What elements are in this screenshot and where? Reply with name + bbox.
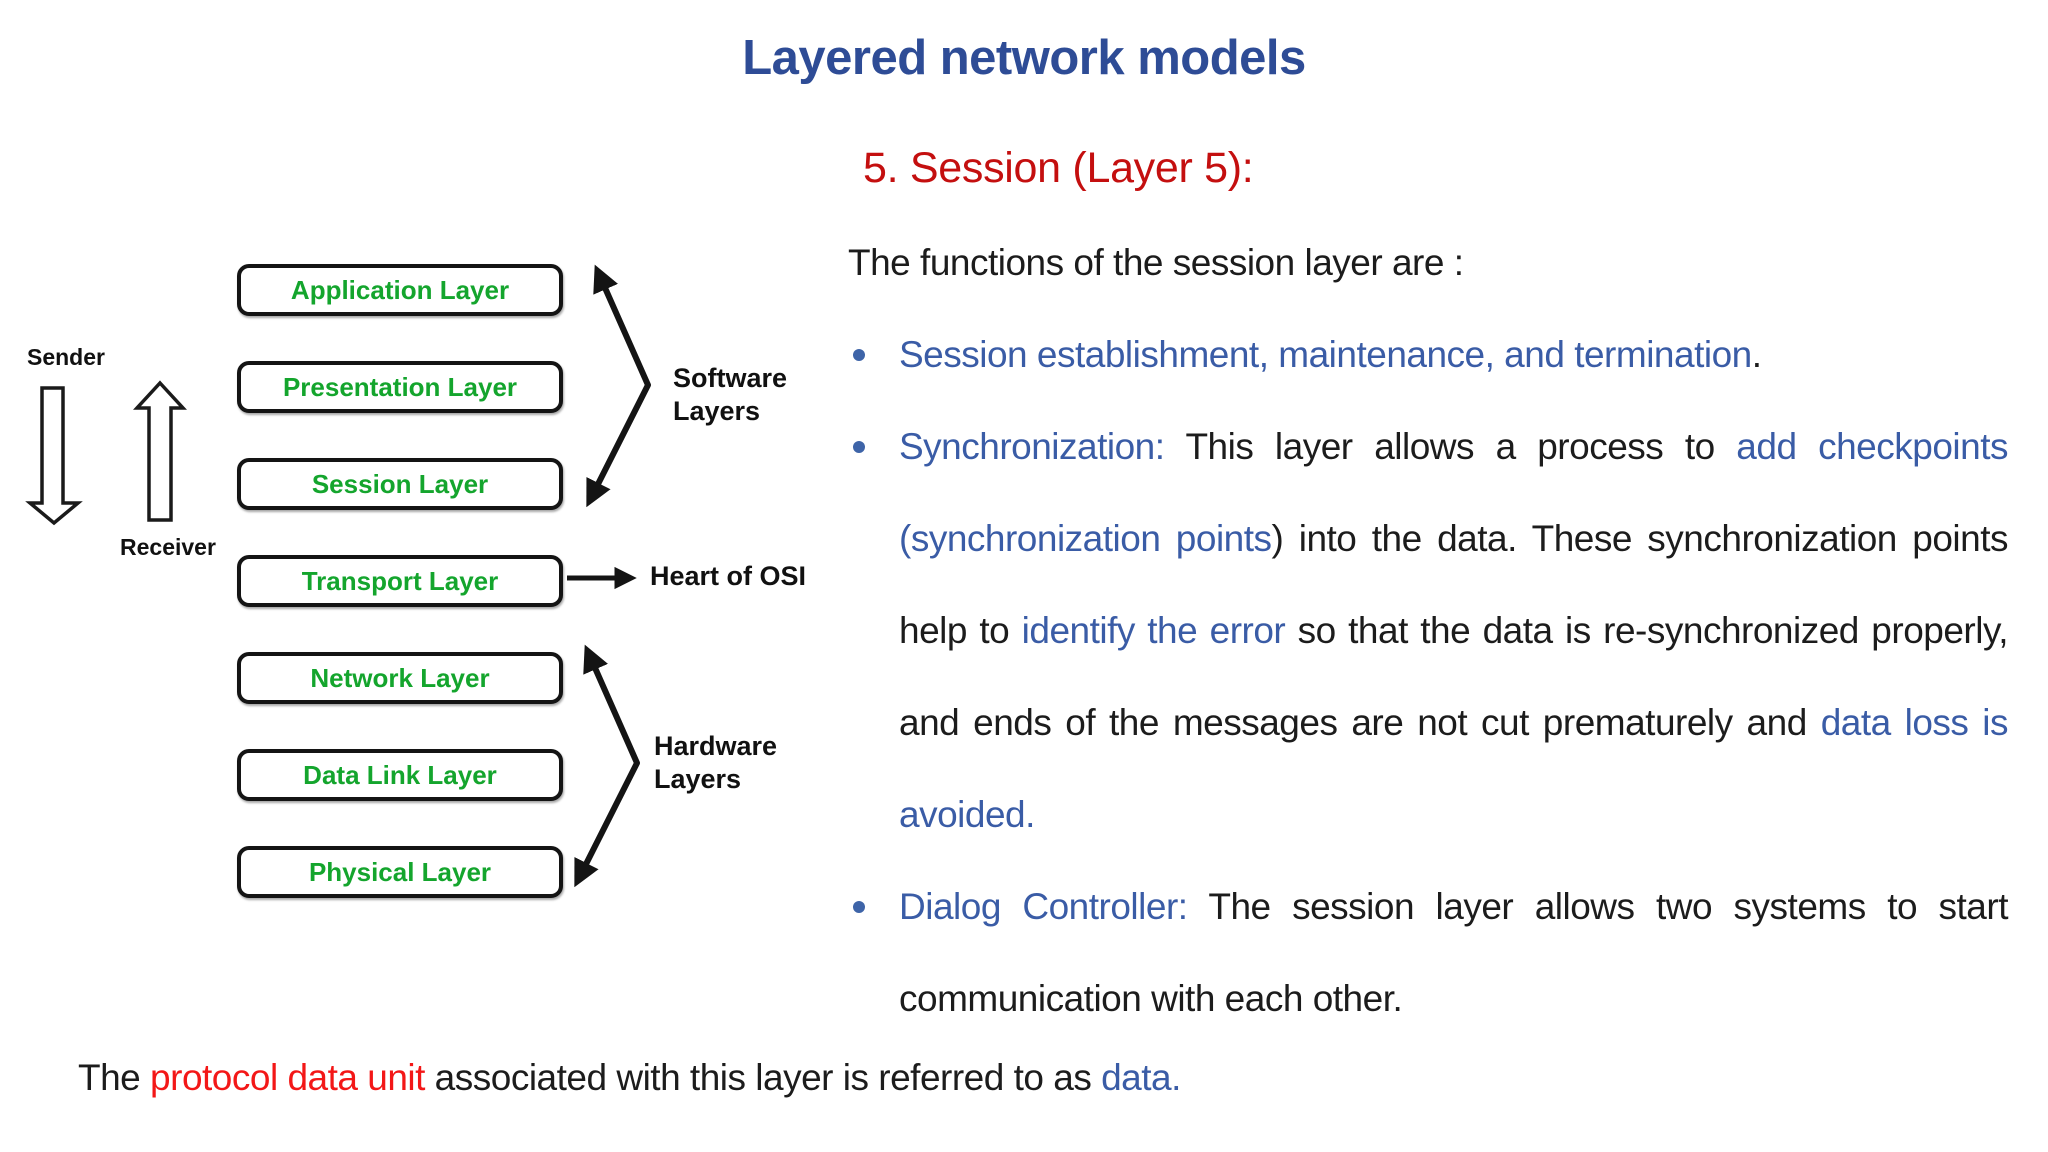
receiver-up-arrow (133, 380, 187, 522)
layer-box-presentation: Presentation Layer (237, 361, 563, 413)
heart-of-osi-label: Heart of OSI (650, 561, 807, 591)
software-layers-bracket-arrow (586, 264, 651, 508)
session-layer-content: The functions of the session layer are :… (848, 217, 2009, 1045)
layer-box-network: Network Layer (237, 652, 563, 704)
page-title: Layered network models (742, 31, 1306, 85)
functions-list: Session establishment, maintenance, and … (848, 309, 2009, 1045)
receiver-label: Receiver (120, 534, 216, 560)
layer-box-physical: Physical Layer (237, 846, 563, 898)
sender-label: Sender (27, 344, 105, 370)
layer-box-application: Application Layer (237, 264, 563, 316)
hardware-layers-bracket-arrow (574, 644, 640, 888)
layer-box-session: Session Layer (237, 458, 563, 510)
layer-box-data-link: Data Link Layer (237, 749, 563, 801)
section-heading: 5. Session (Layer 5): (863, 144, 1254, 192)
sender-down-arrow (25, 386, 83, 526)
bullet-dialog-controller: Dialog Controller: The session layer all… (848, 861, 2009, 1045)
bullet-synchronization: Synchronization: This layer allows a pro… (848, 401, 2009, 861)
intro-line: The functions of the session layer are : (848, 242, 1464, 283)
bullet-session-establishment: Session establishment, maintenance, and … (848, 309, 2008, 401)
pdu-footer-line: The protocol data unit associated with t… (78, 1057, 1181, 1098)
layer-box-transport: Transport Layer (237, 555, 563, 607)
layer-stack: Application Layer Presentation Layer Ses… (237, 264, 563, 898)
software-layers-label: Software Layers (673, 363, 788, 426)
hardware-layers-label: Hardware Layers (654, 731, 778, 794)
